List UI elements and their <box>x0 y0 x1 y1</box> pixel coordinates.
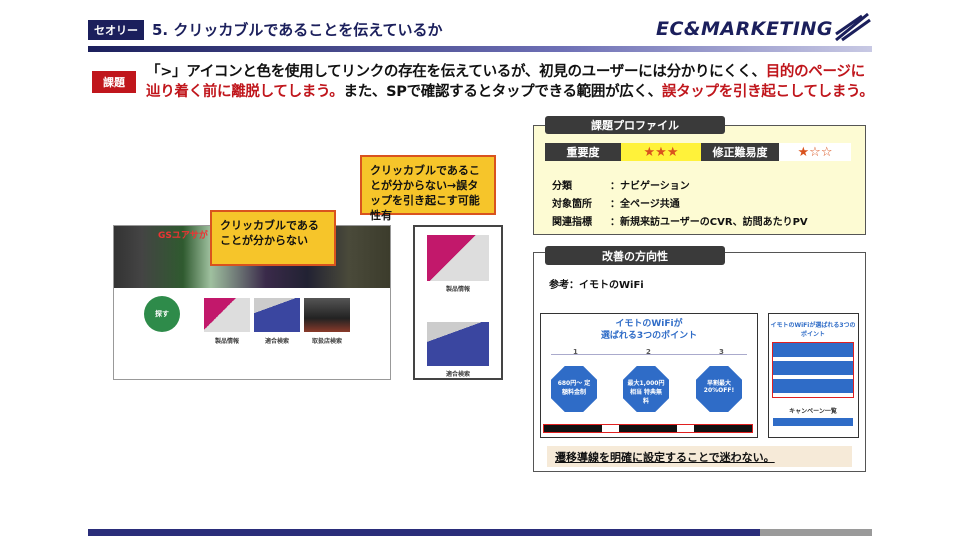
reference-sp-screenshot: イモトのWiFiが選ばれる3つのポイント キャンペーン一覧 <box>768 313 859 438</box>
campaign-button[interactable] <box>773 418 853 426</box>
reference-pc-screenshot: イモトのWiFiが 選ばれる3つのポイント 1 2 3 680円〜 定額料金制 … <box>540 313 758 438</box>
fit-search-thumb <box>427 322 489 366</box>
highlighted-link-rows[interactable] <box>772 342 854 398</box>
importance-stars: ★★★ <box>621 143 701 161</box>
issue-highlight-3: 誤タップを引き起こしてしまう。 <box>661 84 874 100</box>
product-thumb <box>427 235 489 281</box>
footer-bar-gray <box>760 529 872 536</box>
improvement-note: 遷移導線を明確に設定することで迷わない。 <box>547 446 852 467</box>
importance-label: 重要度 <box>545 143 621 161</box>
logo: EC&MARKETING <box>656 18 833 40</box>
sp-site-screenshot: 製品情報 適合検索 <box>413 225 503 380</box>
hero-text: GSユアサが <box>158 231 208 241</box>
point-text: 早割最大20%OFF! <box>703 380 735 394</box>
callout-pc: クリッカブルであることが分からない <box>210 210 336 266</box>
profile-row: 分類：ナビゲーション <box>552 181 690 192</box>
highlighted-link-buttons[interactable] <box>543 424 753 433</box>
point-number: 2 <box>646 348 651 356</box>
point-number: 3 <box>719 348 724 356</box>
difficulty-stars: ★☆☆ <box>779 143 851 161</box>
campaign-heading: キャンペーン一覧 <box>789 408 837 415</box>
improve-title: 改善の方向性 <box>545 246 725 265</box>
issue-badge: 課題 <box>92 71 136 93</box>
profile-title: 課題プロファイル <box>545 116 725 134</box>
reference-label: 参考：イモトのWiFi <box>549 280 644 291</box>
issue-text-1: 「>」アイコンと色を使用してリンクの存在を伝えているが、初見のユーザーには分かり… <box>146 64 766 80</box>
profile-row: 関連指標：新規来訪ユーザーのCVR、訪問あたりPV <box>552 217 808 228</box>
search-bubble: 探す <box>144 296 180 332</box>
point-number: 1 <box>573 348 578 356</box>
fit-search-thumb <box>254 298 300 332</box>
link-fit-search[interactable]: 適合検索 <box>264 338 289 345</box>
header-rule <box>88 46 872 52</box>
callout-sp: クリッカブルであることが分からない→誤タップを引き起こす可能性有 <box>360 155 496 222</box>
link-shop-search[interactable]: 取扱店検索 <box>311 338 342 345</box>
issue-highlight-2: 辿り着く前に離脱してしまう。 <box>146 84 344 100</box>
link-product[interactable]: 製品情報 <box>214 338 239 345</box>
profile-row: 対象箇所：全ページ共通 <box>552 199 680 210</box>
link-fit-search[interactable]: 適合検索 <box>445 371 470 378</box>
page-title: 5. クリッカブルであることを伝えているか <box>152 21 443 39</box>
footer-bar <box>88 529 760 536</box>
issue-highlight-1: 目的のページに <box>765 64 865 80</box>
issue-text: 「>」アイコンと色を使用してリンクの存在を伝えているが、初見のユーザーには分かり… <box>146 62 876 102</box>
link-product[interactable]: 製品情報 <box>445 286 470 293</box>
section-badge: セオリー <box>88 20 144 40</box>
logo-mark-icon <box>835 12 871 42</box>
reference-sp-title: イモトのWiFiが選ばれる3つのポイント <box>770 322 856 338</box>
product-thumb <box>204 298 250 332</box>
difficulty-label: 修正難易度 <box>701 143 779 161</box>
issue-text-2: また、SPで確認するとタップできる範囲が広く、 <box>343 84 663 100</box>
reference-title: イモトのWiFiが 選ばれる3つのポイント <box>600 319 698 341</box>
shop-search-thumb <box>304 298 350 332</box>
point-text: 680円〜 定額料金制 <box>557 380 591 396</box>
point-text: 最大1,000円相当 特典無料 <box>627 380 665 405</box>
